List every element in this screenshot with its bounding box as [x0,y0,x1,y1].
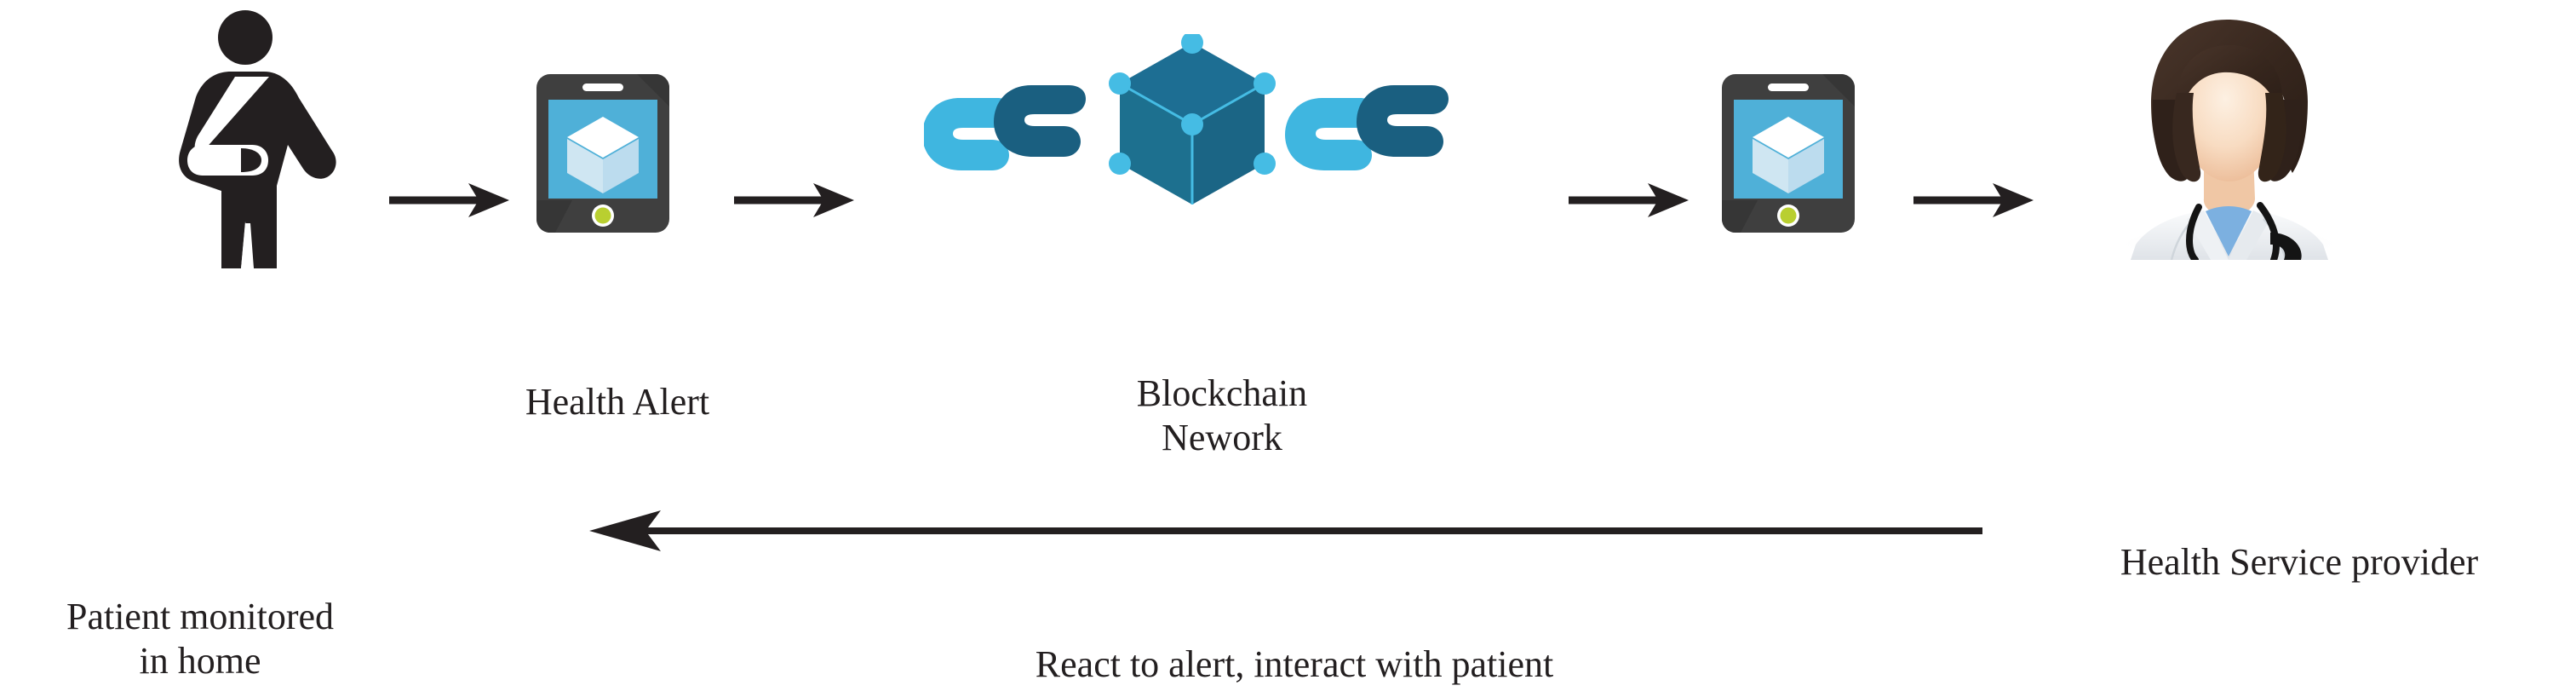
hair-back [2151,20,2308,173]
blockchain-cube [1109,32,1276,204]
cube-node-bottom-left [1109,153,1131,175]
return-flow-caption: React to alert, interact with patient [1035,643,1554,685]
blockchain-network-icon [922,32,1460,204]
provider-phone-icon [1720,72,1856,234]
cube-node-right [1254,72,1276,95]
arrow-patient-to-phone [387,175,511,226]
provider-caption: Health Service provider [2120,541,2479,583]
arrow-phone-to-provider [1912,175,2035,226]
doctor-avatar [2069,4,2384,263]
face [2178,49,2281,181]
cube-node-center [1181,113,1203,135]
scrubs [2206,206,2252,256]
hair-fringe [2177,45,2282,117]
cube-glyph [567,117,639,193]
cube-glyph [1753,117,1824,193]
cube-node-left [1109,72,1131,95]
cube-node-bottom-right [1254,153,1276,175]
arrow-provider-to-patient [588,507,1984,555]
blockchain-caption: Blockchain Nework [1136,372,1308,458]
chain-left [922,85,1086,170]
health-alert-caption: Health Alert [525,381,710,423]
chain-right [1285,85,1449,170]
arrow-phone-to-blockchain [732,175,856,226]
patient-phone-icon [535,72,671,234]
patient-pictogram [102,9,409,273]
patient-caption: Patient monitored in home [66,596,335,682]
arrow-blockchain-to-phone [1567,175,1690,226]
stethoscope-bell [2270,233,2302,260]
cube-node-top [1181,32,1203,54]
